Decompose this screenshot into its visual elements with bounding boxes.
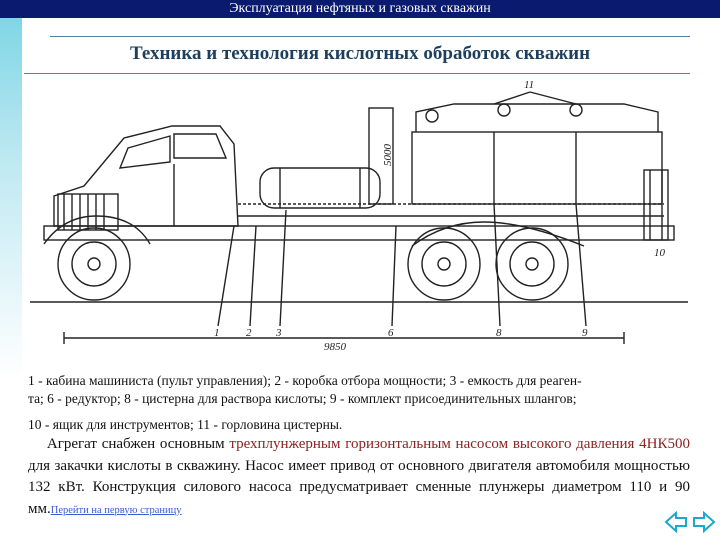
windshield — [118, 135, 171, 169]
cab-outline — [53, 125, 239, 227]
callout-10: 10 — [654, 247, 666, 259]
previous-slide-arrow-icon[interactable] — [664, 511, 688, 533]
caption-line-1: 1 - кабина машиниста (пульт управления);… — [28, 373, 582, 388]
callout-11: 11 — [524, 79, 534, 91]
callout-3: 3 — [275, 327, 282, 339]
title-rule-top — [50, 36, 690, 37]
next-slide-arrow-icon[interactable] — [692, 511, 716, 533]
paragraph-part-2: для закачки кислоты в скважину. Насос им… — [28, 457, 690, 517]
paragraph-highlight: трехплунжерным горизонтальным насосом вы… — [229, 436, 690, 452]
tank-label: 5000 — [382, 144, 394, 167]
cab-window — [173, 133, 228, 159]
first-page-link[interactable]: Перейти на первую страницу — [50, 504, 182, 516]
caption-line-3: 10 - ящик для инструментов; 11 - горлови… — [28, 417, 343, 432]
dimension-label: 9850 — [324, 341, 347, 353]
header-bar — [0, 0, 720, 18]
callout-2: 2 — [246, 327, 252, 339]
side-gradient-decoration — [0, 18, 22, 378]
callout-8: 8 — [496, 327, 502, 339]
callout-6: 6 — [388, 327, 394, 339]
callout-9: 9 — [582, 327, 588, 339]
slide-title: Техника и технология кислотных обработок… — [129, 43, 591, 64]
header-title: Эксплуатация нефтяных и газовых скважин — [229, 1, 491, 16]
description-paragraph: Агрегат снабжен основным трехплунжерным … — [28, 434, 690, 521]
title-rule-bottom — [24, 73, 690, 74]
paragraph-part-1: Агрегат снабжен основным — [46, 436, 230, 452]
callout-1: 1 — [214, 327, 220, 339]
truck-drawing: 1 2 3 6 8 9 10 11 9850 5000 — [30, 79, 688, 353]
caption-line-2: та; 6 - редуктор; 8 - цистерна для раств… — [28, 391, 577, 406]
